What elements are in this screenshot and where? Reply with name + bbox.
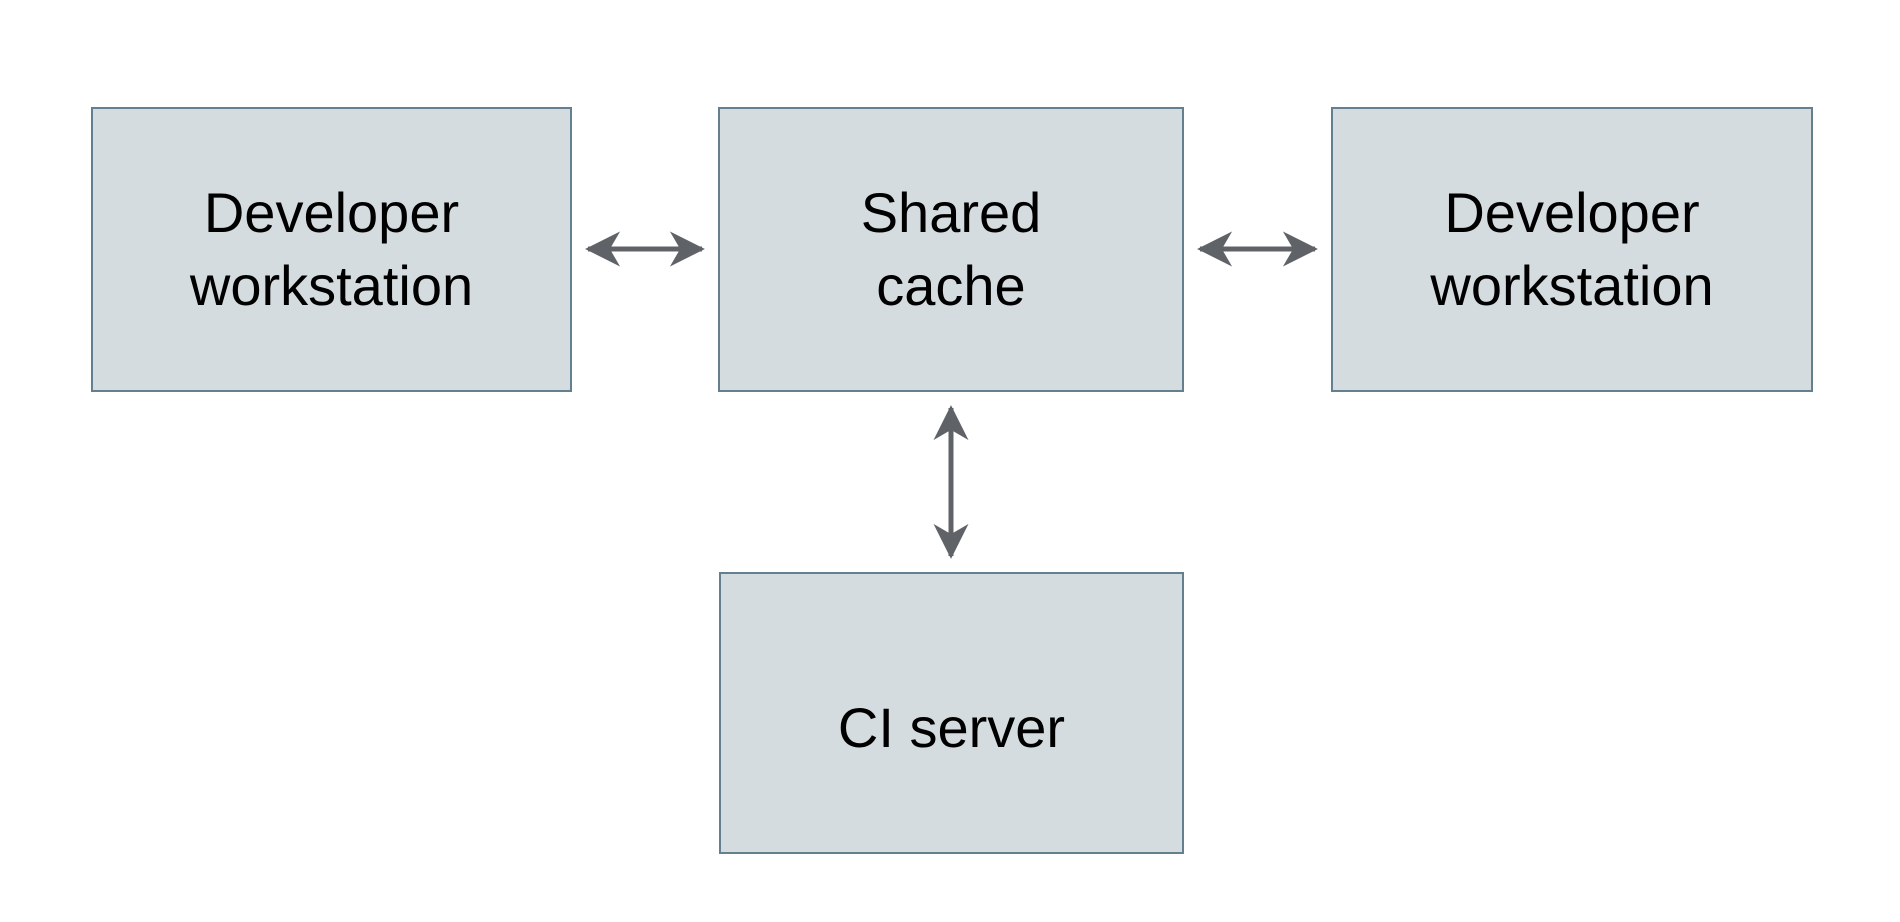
node-label: Shared cache	[860, 180, 1042, 317]
node-shared-cache: Shared cache	[718, 107, 1184, 392]
node-label: Developer workstation	[189, 180, 474, 317]
node-label: Developer workstation	[1430, 180, 1714, 317]
node-ci-server: CI server	[719, 572, 1184, 854]
node-developer-workstation-left: Developer workstation	[91, 107, 572, 392]
node-developer-workstation-right: Developer workstation	[1331, 107, 1813, 392]
node-label: CI server	[837, 695, 1066, 759]
